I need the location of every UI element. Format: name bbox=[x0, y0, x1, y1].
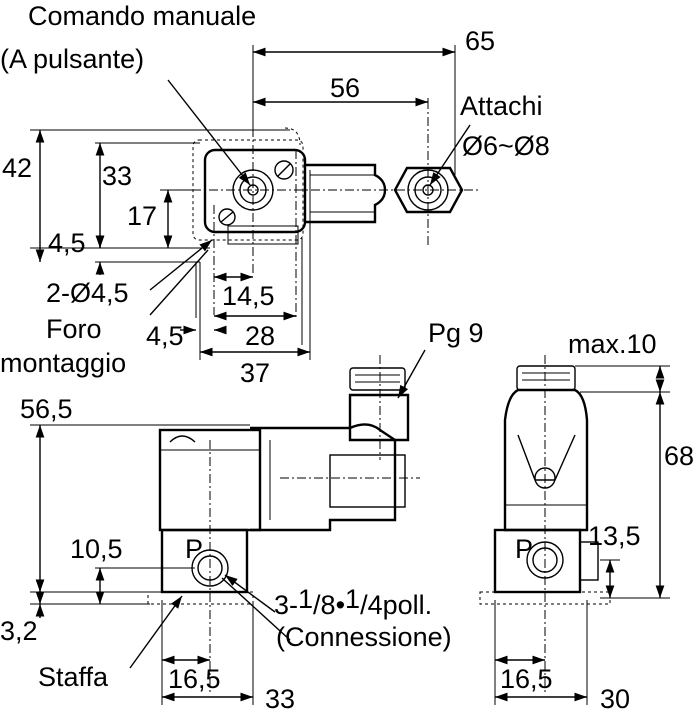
pg9-gland-front bbox=[349, 367, 406, 391]
label-port-sizes: Ø6~Ø8 bbox=[462, 131, 550, 161]
label-dim-16-5-side: 16,5 bbox=[500, 664, 553, 694]
coil-block bbox=[203, 148, 307, 234]
top-view bbox=[30, 45, 480, 360]
connector-front bbox=[250, 423, 397, 532]
label-dim-30: 30 bbox=[600, 684, 630, 712]
label-hole-word: Foro bbox=[46, 314, 102, 344]
label-dim-42: 42 bbox=[2, 153, 32, 183]
label-dim-4-5-bottom: 4,5 bbox=[146, 321, 184, 351]
label-dim-16-5-front: 16,5 bbox=[168, 664, 221, 694]
front-view bbox=[30, 349, 426, 705]
label-ports: Attachi bbox=[460, 91, 543, 121]
bracket-plate bbox=[147, 591, 254, 605]
label-connection-size: 3-1/8•1/4poll. bbox=[274, 584, 432, 620]
label-dim-33-top: 33 bbox=[102, 161, 132, 191]
label-bracket: Staffa bbox=[38, 662, 109, 692]
leader-pg9 bbox=[397, 349, 426, 399]
label-max10: max.10 bbox=[568, 329, 657, 359]
label-dim-68: 68 bbox=[664, 441, 694, 471]
label-dim-3-2: 3,2 bbox=[0, 616, 38, 646]
leader-bracket bbox=[129, 595, 183, 669]
label-mounting: montaggio bbox=[0, 348, 126, 378]
label-port-p-front: P bbox=[185, 534, 203, 564]
screw-top bbox=[274, 160, 294, 180]
label-dim-56: 56 bbox=[330, 73, 360, 103]
label-dim-28: 28 bbox=[245, 321, 275, 351]
label-dim-56-5: 56,5 bbox=[20, 394, 73, 424]
label-dim-65: 65 bbox=[465, 26, 495, 56]
label-dim-13-5: 13,5 bbox=[588, 521, 641, 551]
screw-bottom bbox=[218, 208, 236, 226]
coil-side bbox=[503, 388, 589, 532]
label-manual-command: Comando manuale bbox=[28, 1, 256, 31]
leader-manual-command bbox=[167, 79, 251, 186]
label-port-p-side: P bbox=[515, 534, 533, 564]
label-dim-17: 17 bbox=[127, 201, 157, 231]
label-holes: 2-Ø4,5 bbox=[46, 278, 129, 308]
label-dim-4-5-left: 4,5 bbox=[48, 228, 86, 258]
label-dim-33-bottom: 33 bbox=[265, 684, 295, 712]
label-manual-command-type: (A pulsante) bbox=[0, 44, 144, 74]
port-fitting bbox=[393, 166, 464, 214]
side-view bbox=[479, 355, 670, 705]
label-connection: (Connessione) bbox=[276, 622, 452, 652]
pg9-gland-side bbox=[516, 365, 576, 391]
connector-stem bbox=[305, 163, 387, 224]
leader-holes bbox=[149, 239, 213, 291]
leader-ports bbox=[429, 124, 471, 186]
label-dim-37: 37 bbox=[240, 358, 270, 388]
label-dim-14-5: 14,5 bbox=[222, 281, 275, 311]
label-pg9: Pg 9 bbox=[428, 318, 484, 348]
label-dim-10-5: 10,5 bbox=[70, 534, 123, 564]
valve-body-side bbox=[493, 528, 582, 594]
